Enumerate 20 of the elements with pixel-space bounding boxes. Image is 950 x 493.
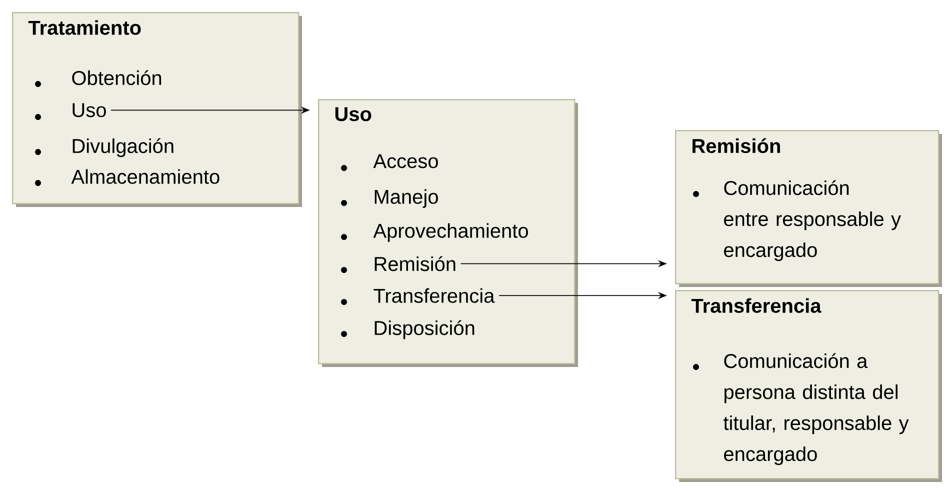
list-item: Manejo — [374, 189, 438, 208]
box-title: Tratamiento — [28, 20, 141, 35]
list-item: Comunicación entre responsable y encargado — [724, 180, 901, 262]
list-item: Remisión — [374, 256, 456, 272]
list-item: Obtención — [72, 70, 162, 86]
text-box — [675, 130, 942, 287]
list-item: Transferencia — [374, 288, 495, 303]
list-item: Comunicación a persona distinta del titular, responsable y encargado — [724, 353, 909, 466]
list-item: Divulgación — [72, 138, 174, 158]
box-title: Uso — [335, 107, 372, 122]
list-item: Uso — [72, 103, 106, 118]
text-box — [675, 290, 942, 482]
list-item: Almacenamiento — [71, 169, 220, 184]
text-box — [12, 12, 302, 207]
list-item: Disposición — [374, 320, 474, 340]
list-item: Acceso — [373, 154, 438, 168]
text-box — [318, 99, 578, 367]
box-title: Remisión — [692, 138, 780, 154]
list-item: Aprovechamiento — [373, 223, 528, 242]
box-title: Transferencia — [691, 298, 822, 313]
